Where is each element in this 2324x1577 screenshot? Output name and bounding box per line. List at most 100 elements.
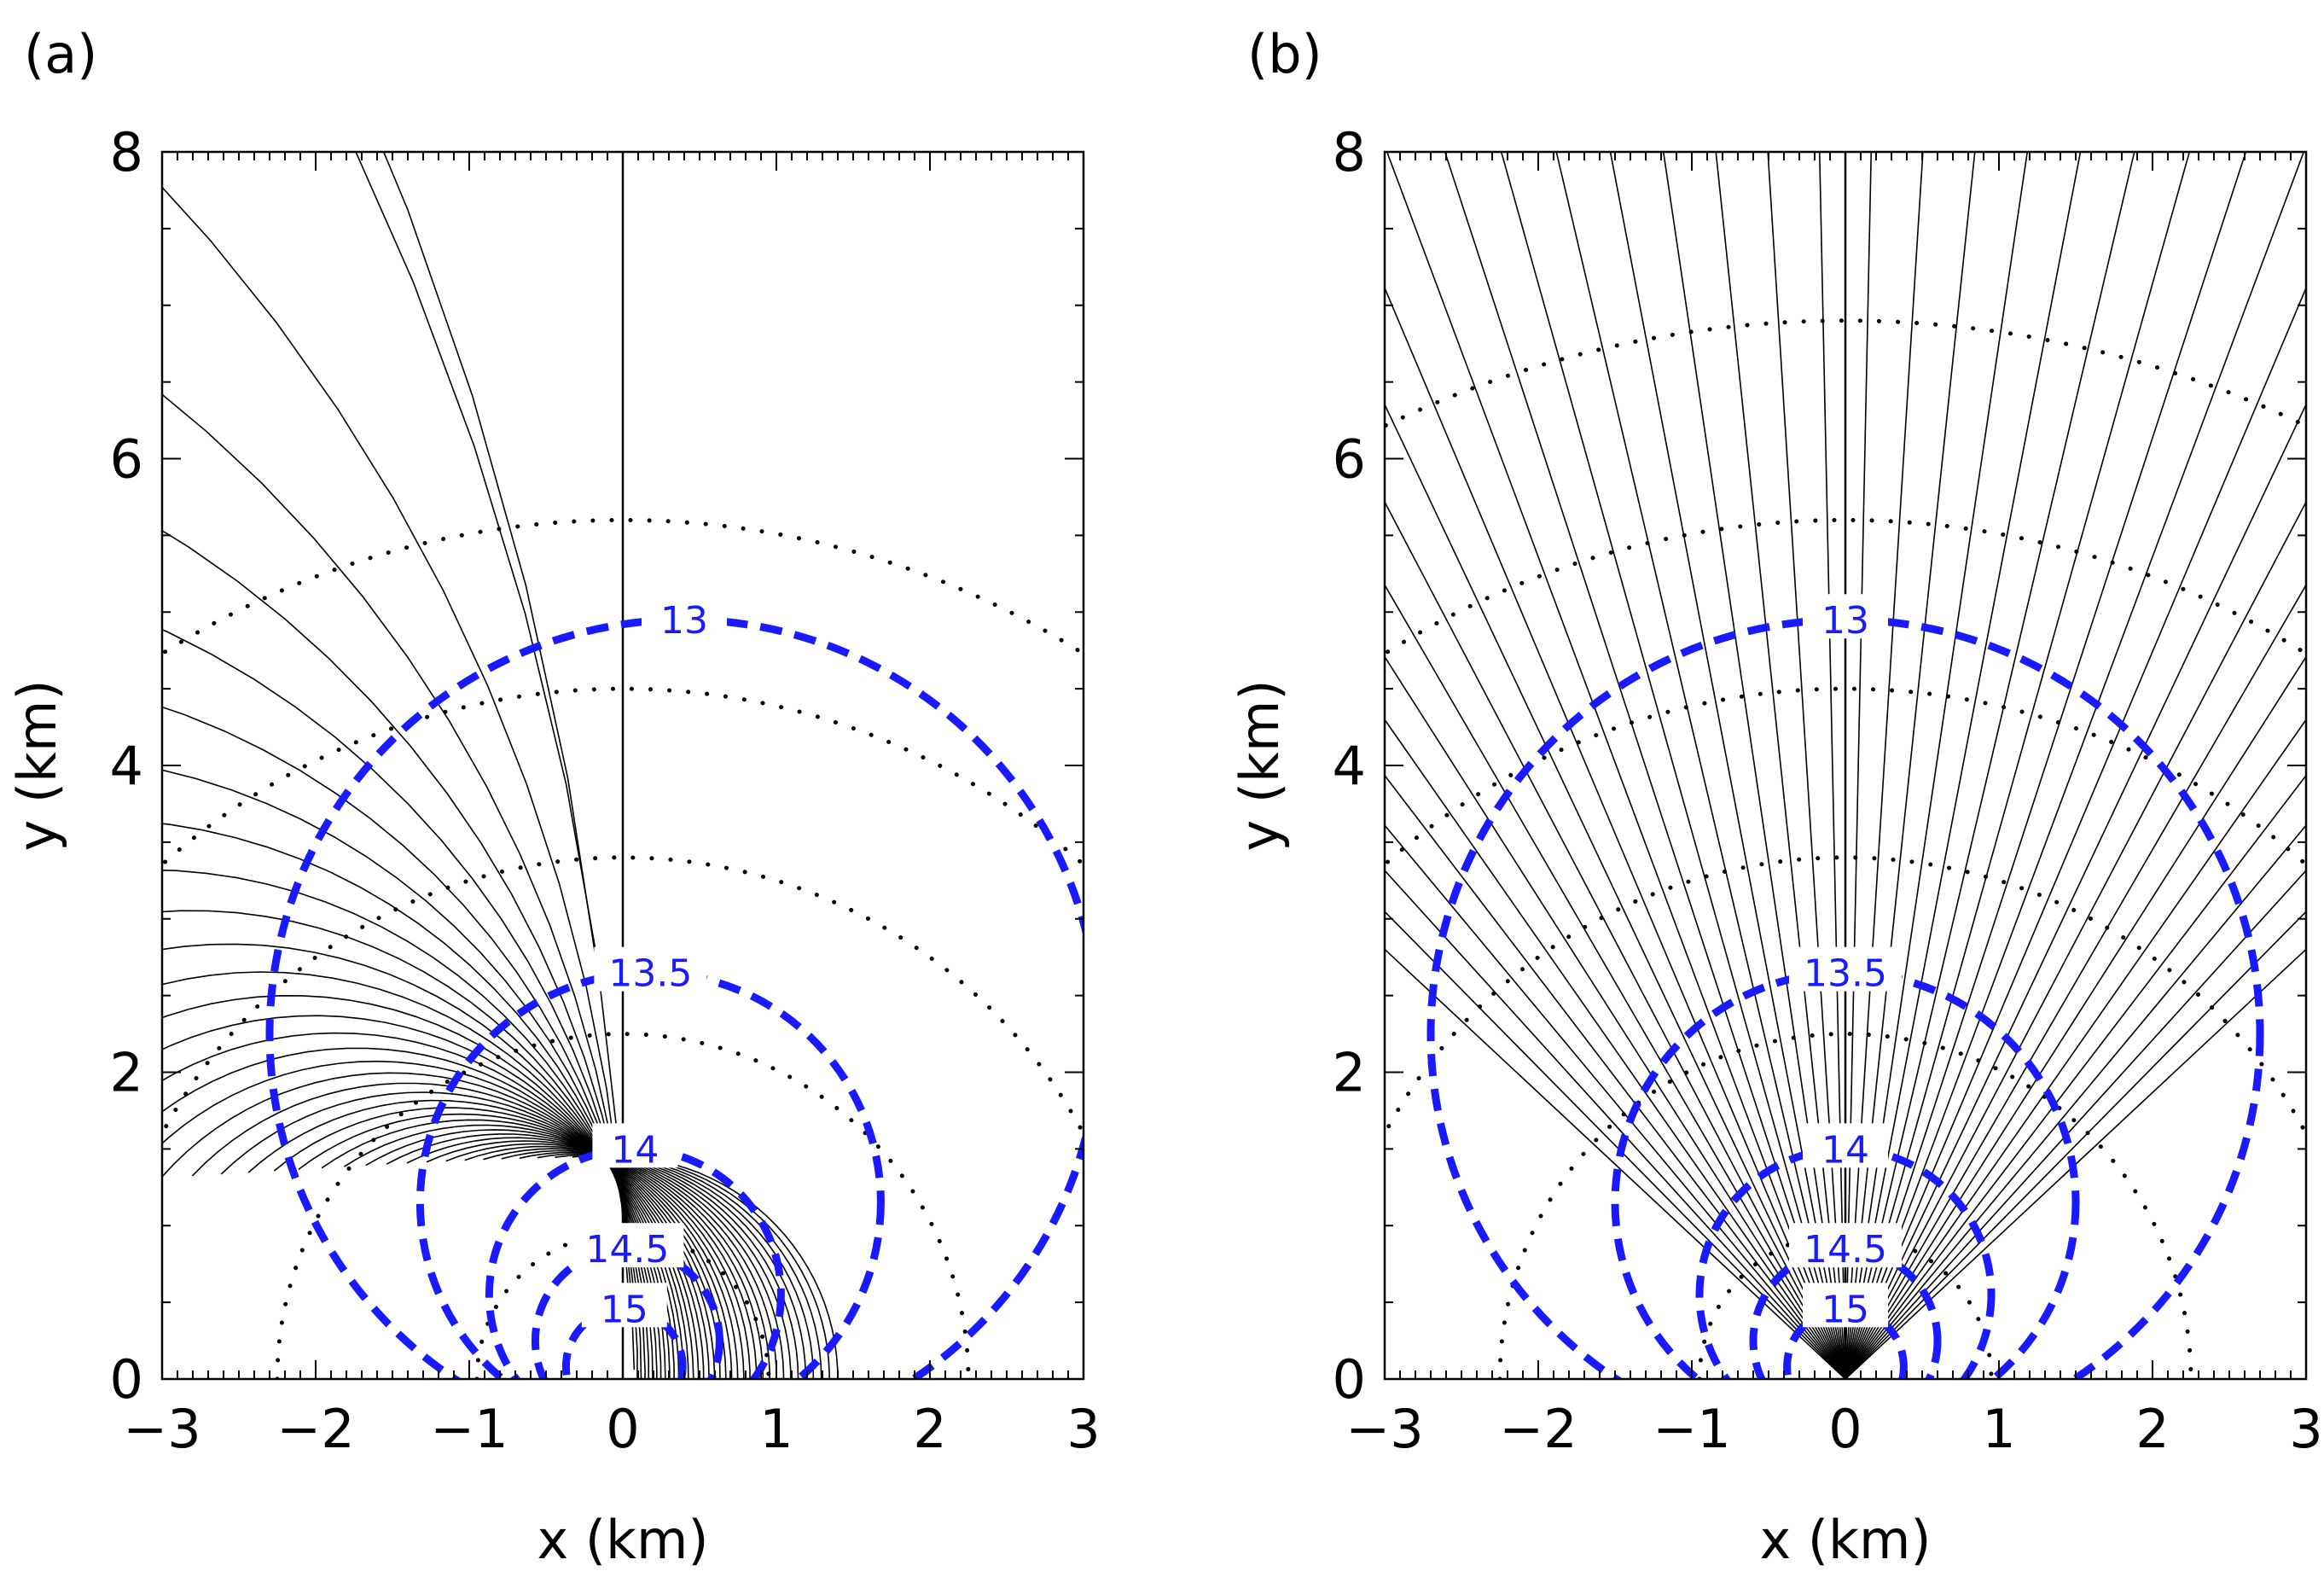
panel-0-ytick-label: 2: [110, 1042, 143, 1104]
panel-1-xtick-label: −2: [1499, 1398, 1577, 1460]
panel-1-ray: [1385, 718, 1846, 1379]
panel-1-wavefront: [1385, 686, 2306, 868]
panel-1-ray: [1845, 718, 2306, 1379]
panel-0-contour-label-bg: [642, 594, 727, 639]
panel-b-label: (b): [1247, 23, 1322, 85]
panel-1-wavefront: [1385, 318, 2306, 428]
panel-1-x-axis-title: x (km): [1759, 1509, 1931, 1571]
panel-0-contour-13: [265, 615, 1084, 1379]
panel-1-ray: [1385, 869, 1846, 1379]
panel-0-ray: [355, 152, 618, 1131]
panel-1-contour-13: [1426, 615, 2264, 1379]
panel-1-wavefront: [1385, 517, 2306, 657]
panel-1-ytick-label: 2: [1333, 1042, 1366, 1104]
panel-1-ray: [1385, 583, 1846, 1379]
panel-1-ytick-label: 8: [1333, 121, 1366, 183]
panel-0-ray: [343, 1124, 739, 1379]
panel-0-ray: [273, 1107, 721, 1379]
panel-0-ray: [445, 1143, 770, 1379]
panel-1-ray: [1386, 152, 1846, 1379]
panel-1-ray: [1845, 152, 2305, 1379]
panel-1-ray: [1385, 774, 1846, 1379]
panel-1-ray: [1385, 948, 1846, 1379]
panel-1-ray: [1845, 152, 2191, 1379]
panel-1-ray: [1385, 823, 1846, 1379]
panel-1-y-axis-title: y (km): [1229, 679, 1291, 851]
panel-0-xtick-label: −3: [123, 1398, 200, 1460]
panel-1-contour-label: 14: [1821, 1128, 1869, 1172]
panel-0-ray: [162, 706, 646, 1379]
panel-0-xtick-label: 1: [759, 1398, 793, 1460]
panel-0-contour-label-bg: [581, 1283, 667, 1328]
panel-1-ray: [1845, 152, 2029, 1379]
panel-1-ray: [1845, 655, 2306, 1379]
panel-1-ray: [1845, 152, 2247, 1379]
panel-0-x-axis-title: x (km): [537, 1509, 708, 1571]
panel-0-contour-label: 14: [611, 1128, 659, 1172]
panel-1-contour-label-bg: [1789, 946, 1902, 992]
panel-1-ray: [1845, 823, 2306, 1379]
panel-0-contour-label-bg: [594, 946, 707, 992]
panel-0-contour-15: [561, 1304, 687, 1379]
panel-0-ray: [298, 1113, 727, 1379]
panel-0-xtick-label: 2: [913, 1398, 946, 1460]
panel-0-ray: [365, 1129, 745, 1379]
panel-0-ray: [162, 186, 630, 1299]
panel-a-label: (a): [24, 23, 97, 85]
panel-1-ray: [1609, 152, 1846, 1379]
panel-0-ytick-label: 4: [110, 735, 143, 797]
panel-0-ray: [607, 1155, 839, 1379]
panel-0-ray: [555, 1154, 815, 1379]
panel-1-contour-label-bg: [1803, 594, 1888, 639]
panel-0-ray: [162, 823, 654, 1379]
panel-1-ray: [1845, 583, 2306, 1379]
panel-1-contour-label-bg: [1803, 1283, 1888, 1328]
panel-0-ray: [162, 628, 642, 1379]
panel-1-xtick-label: −1: [1653, 1398, 1730, 1460]
panel-1-ytick-label: 0: [1333, 1348, 1366, 1411]
panel-1-contour-label: 13: [1821, 599, 1869, 643]
panel-0-ray: [162, 1015, 680, 1379]
panel-0-y-axis-title: y (km): [6, 679, 68, 851]
panel-1-ray: [1555, 152, 1846, 1379]
panel-0-xtick-label: −1: [430, 1398, 508, 1460]
panel-1-ray: [1845, 869, 2306, 1379]
panel-1-ray: [1662, 152, 1846, 1379]
panel-1-ray: [1385, 403, 1846, 1379]
panel-1-contour-15: [1783, 1304, 1908, 1379]
panel-0-ray: [426, 1140, 764, 1379]
panel-0-ray: [386, 1133, 751, 1379]
panel-0-contour-label: 13.5: [608, 952, 692, 996]
panel-0-contour-label-bg: [592, 1123, 678, 1168]
panel-1-contour-label-bg: [1803, 1123, 1888, 1168]
panel-0-ytick-label: 0: [110, 1348, 143, 1411]
panel-0-xtick-label: 3: [1066, 1398, 1100, 1460]
panel-1-wavefront: [1385, 855, 2306, 1138]
panel-1-contour-label: 13.5: [1804, 952, 1887, 996]
panel-0-wavefront: [275, 1032, 971, 1379]
panel-1-contour-13.5: [1611, 969, 2080, 1379]
panel-1-ray: [1845, 152, 2135, 1379]
panel-0-xtick-label: −2: [276, 1398, 354, 1460]
panel-1-xtick-label: 2: [2135, 1398, 2169, 1460]
panel-1-ray: [1385, 286, 1846, 1379]
panel-0-ray: [406, 1137, 758, 1379]
panel-0-contour-label: 13: [660, 599, 708, 643]
panel-1-ray: [1385, 500, 1846, 1379]
panel-0-ytick-label: 8: [110, 121, 143, 183]
panel-0-ray: [162, 1072, 700, 1379]
panel-1-ray: [1845, 948, 2306, 1379]
panel-1-contour-label: 15: [1821, 1288, 1869, 1331]
panel-0-contour-label: 14.5: [585, 1228, 669, 1271]
panel-0-ytick-label: 6: [110, 428, 143, 491]
panel-1-ray: [1444, 152, 1846, 1379]
panel-1-ray: [1845, 286, 2306, 1379]
panel-1-ray: [1845, 403, 2306, 1379]
panel-1-xtick-label: −3: [1345, 1398, 1423, 1460]
panel-0-xtick-label: 0: [606, 1398, 639, 1460]
